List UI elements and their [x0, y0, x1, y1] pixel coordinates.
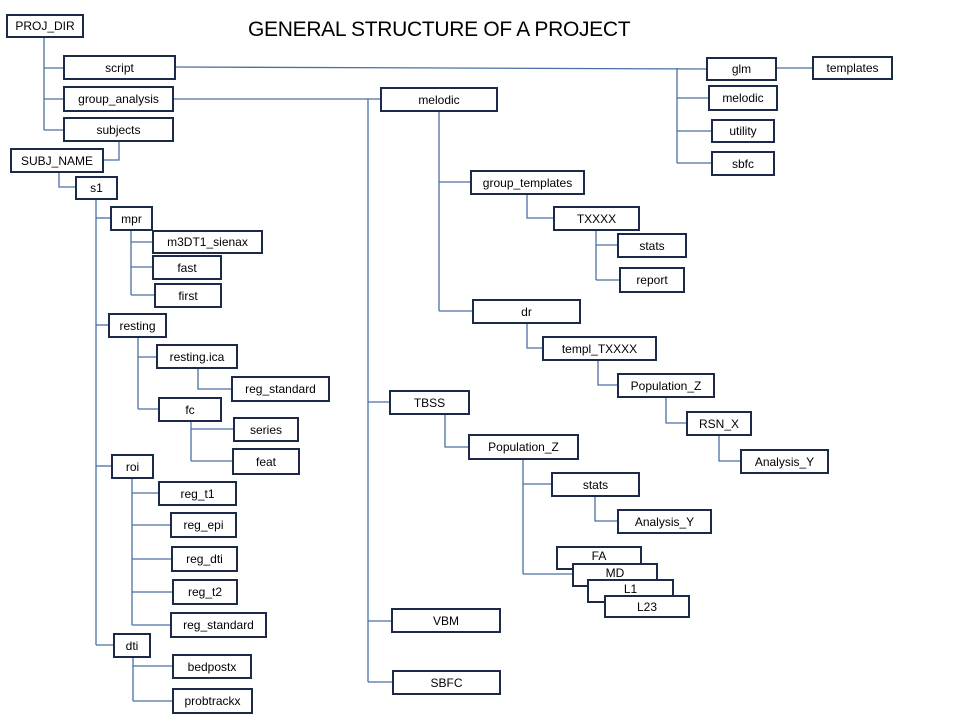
- node-stats-tbss: stats: [551, 472, 640, 497]
- node-templ-txxxx: templ_TXXXX: [542, 336, 657, 361]
- node-utility: utility: [711, 119, 775, 143]
- node-reg-epi: reg_epi: [170, 512, 237, 538]
- node-reg-standard-roi: reg_standard: [170, 612, 267, 638]
- node-population-z-dr: Population_Z: [617, 373, 715, 398]
- node-txxxx: TXXXX: [553, 206, 640, 231]
- node-group-analysis: group_analysis: [63, 86, 174, 112]
- node-dti: dti: [113, 633, 151, 658]
- node-subj-name: SUBJ_NAME: [10, 148, 104, 173]
- node-vbm: VBM: [391, 608, 501, 633]
- node-report: report: [619, 267, 685, 293]
- node-series: series: [233, 417, 299, 442]
- node-l23: L23: [604, 595, 690, 618]
- node-probtrackx: probtrackx: [172, 688, 253, 714]
- node-s1: s1: [75, 176, 118, 200]
- node-subjects: subjects: [63, 117, 174, 142]
- node-templates: templates: [812, 56, 893, 80]
- node-resting: resting: [108, 313, 167, 338]
- node-fa: FA: [556, 546, 642, 570]
- node-resting-ica: resting.ica: [156, 344, 238, 369]
- node-melodic-group: melodic: [380, 87, 498, 112]
- node-reg-t2: reg_t2: [172, 579, 238, 605]
- node-roi: roi: [111, 454, 154, 479]
- node-tbss: TBSS: [389, 390, 470, 415]
- node-reg-standard-resting: reg_standard: [231, 376, 330, 402]
- node-stats-txxxx: stats: [617, 233, 687, 258]
- node-reg-t1: reg_t1: [158, 481, 237, 506]
- node-group-templates: group_templates: [470, 170, 585, 195]
- node-m3dt1-sienax: m3DT1_sienax: [152, 230, 263, 254]
- node-proj-dir: PROJ_DIR: [6, 14, 84, 38]
- node-bedpostx: bedpostx: [172, 654, 252, 679]
- node-sbfc-script: sbfc: [711, 151, 775, 176]
- node-feat: feat: [232, 448, 300, 475]
- node-script: script: [63, 55, 176, 80]
- node-reg-dti: reg_dti: [171, 546, 238, 572]
- node-glm: glm: [706, 57, 777, 81]
- node-sbfc-group: SBFC: [392, 670, 501, 695]
- node-first: first: [154, 283, 222, 308]
- node-fast: fast: [152, 255, 222, 280]
- node-dr: dr: [472, 299, 581, 324]
- node-fc: fc: [158, 397, 222, 422]
- node-rsn-x: RSN_X: [686, 411, 752, 436]
- node-analysis-y-dr: Analysis_Y: [740, 449, 829, 474]
- diagram-title: GENERAL STRUCTURE OF A PROJECT: [248, 18, 631, 41]
- node-population-z-tbss: Population_Z: [468, 434, 579, 460]
- node-melodic-script: melodic: [708, 85, 778, 111]
- node-analysis-y-tbss: Analysis_Y: [617, 509, 712, 534]
- node-mpr: mpr: [110, 206, 153, 231]
